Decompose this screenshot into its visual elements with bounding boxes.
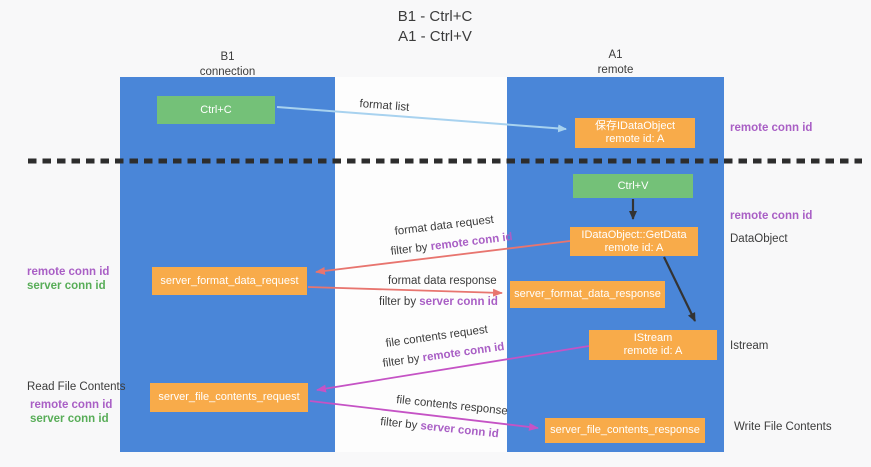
node-server-file-contents-request: server_file_contents_request [150, 383, 308, 412]
node-server-file-contents-response: server_file_contents_response [545, 418, 705, 443]
label-write-file-contents: Write File Contents [734, 421, 832, 433]
node-istream-line1: IStream [633, 332, 673, 344]
node-ctrl-c: Ctrl+C [157, 96, 275, 124]
node-istream-line2: remote id: A [623, 345, 683, 357]
lane-b1-title: B1 [220, 51, 235, 63]
lane-a1-title: A1 [608, 49, 623, 61]
node-ctrl-v: Ctrl+V [573, 174, 693, 198]
node-save-idataobject: 保存IDataObject remote id: A [575, 118, 695, 148]
title-line-2: A1 - Ctrl+V [398, 28, 472, 46]
lane-header-b1: B1 connection [120, 50, 335, 80]
node-ctrl-c-label: Ctrl+C [200, 103, 232, 116]
filter-by-prefix: filter by [379, 296, 417, 308]
node-idataobject-getdata: IDataObject::GetData remote id: A [570, 227, 698, 256]
label-server-conn-id-left-2: server conn id [30, 413, 109, 425]
node-format-request-label: server_format_data_request [160, 274, 299, 287]
label-dataobject: DataObject [730, 233, 788, 245]
lane-a1-subtitle: remote [597, 63, 634, 76]
node-file-response-label: server_file_contents_response [550, 424, 700, 436]
title-line-1: B1 - Ctrl+C [397, 8, 473, 25]
label-remote-conn-id-left-1: remote conn id [27, 266, 110, 278]
node-ctrl-v-label: Ctrl+V [617, 179, 649, 192]
diagram-title: B1 - Ctrl+C A1 - Ctrl+V [305, 7, 565, 48]
node-istream: IStream remote id: A [589, 330, 717, 360]
node-save-line1: 保存IDataObject [594, 120, 676, 132]
label-read-file-contents: Read File Contents [27, 381, 126, 393]
label-istream: Istream [730, 340, 769, 352]
label-filter-by-server-1: filter by server conn id [379, 296, 498, 308]
node-server-format-data-response: server_format_data_response [510, 281, 665, 308]
node-getdata-line2: remote id: A [604, 241, 664, 254]
label-format-data-response: format data response [388, 275, 497, 287]
node-file-request-label: server_file_contents_request [158, 391, 300, 403]
label-remote-conn-id-left-2: remote conn id [30, 399, 113, 411]
node-server-format-data-request: server_format_data_request [152, 267, 307, 295]
node-getdata-line1: IDataObject::GetData [581, 228, 687, 241]
lane-header-a1: A1 remote [507, 48, 724, 78]
server-conn-id-text: server conn id [419, 296, 498, 308]
lane-b1-subtitle: connection [199, 65, 256, 78]
label-remote-conn-id-right-2: remote conn id [730, 210, 813, 222]
label-server-conn-id-left-1: server conn id [27, 280, 106, 292]
node-save-line2: remote id: A [605, 133, 665, 145]
label-remote-conn-id-right-1: remote conn id [730, 122, 813, 134]
node-format-response-label: server_format_data_response [514, 288, 661, 300]
